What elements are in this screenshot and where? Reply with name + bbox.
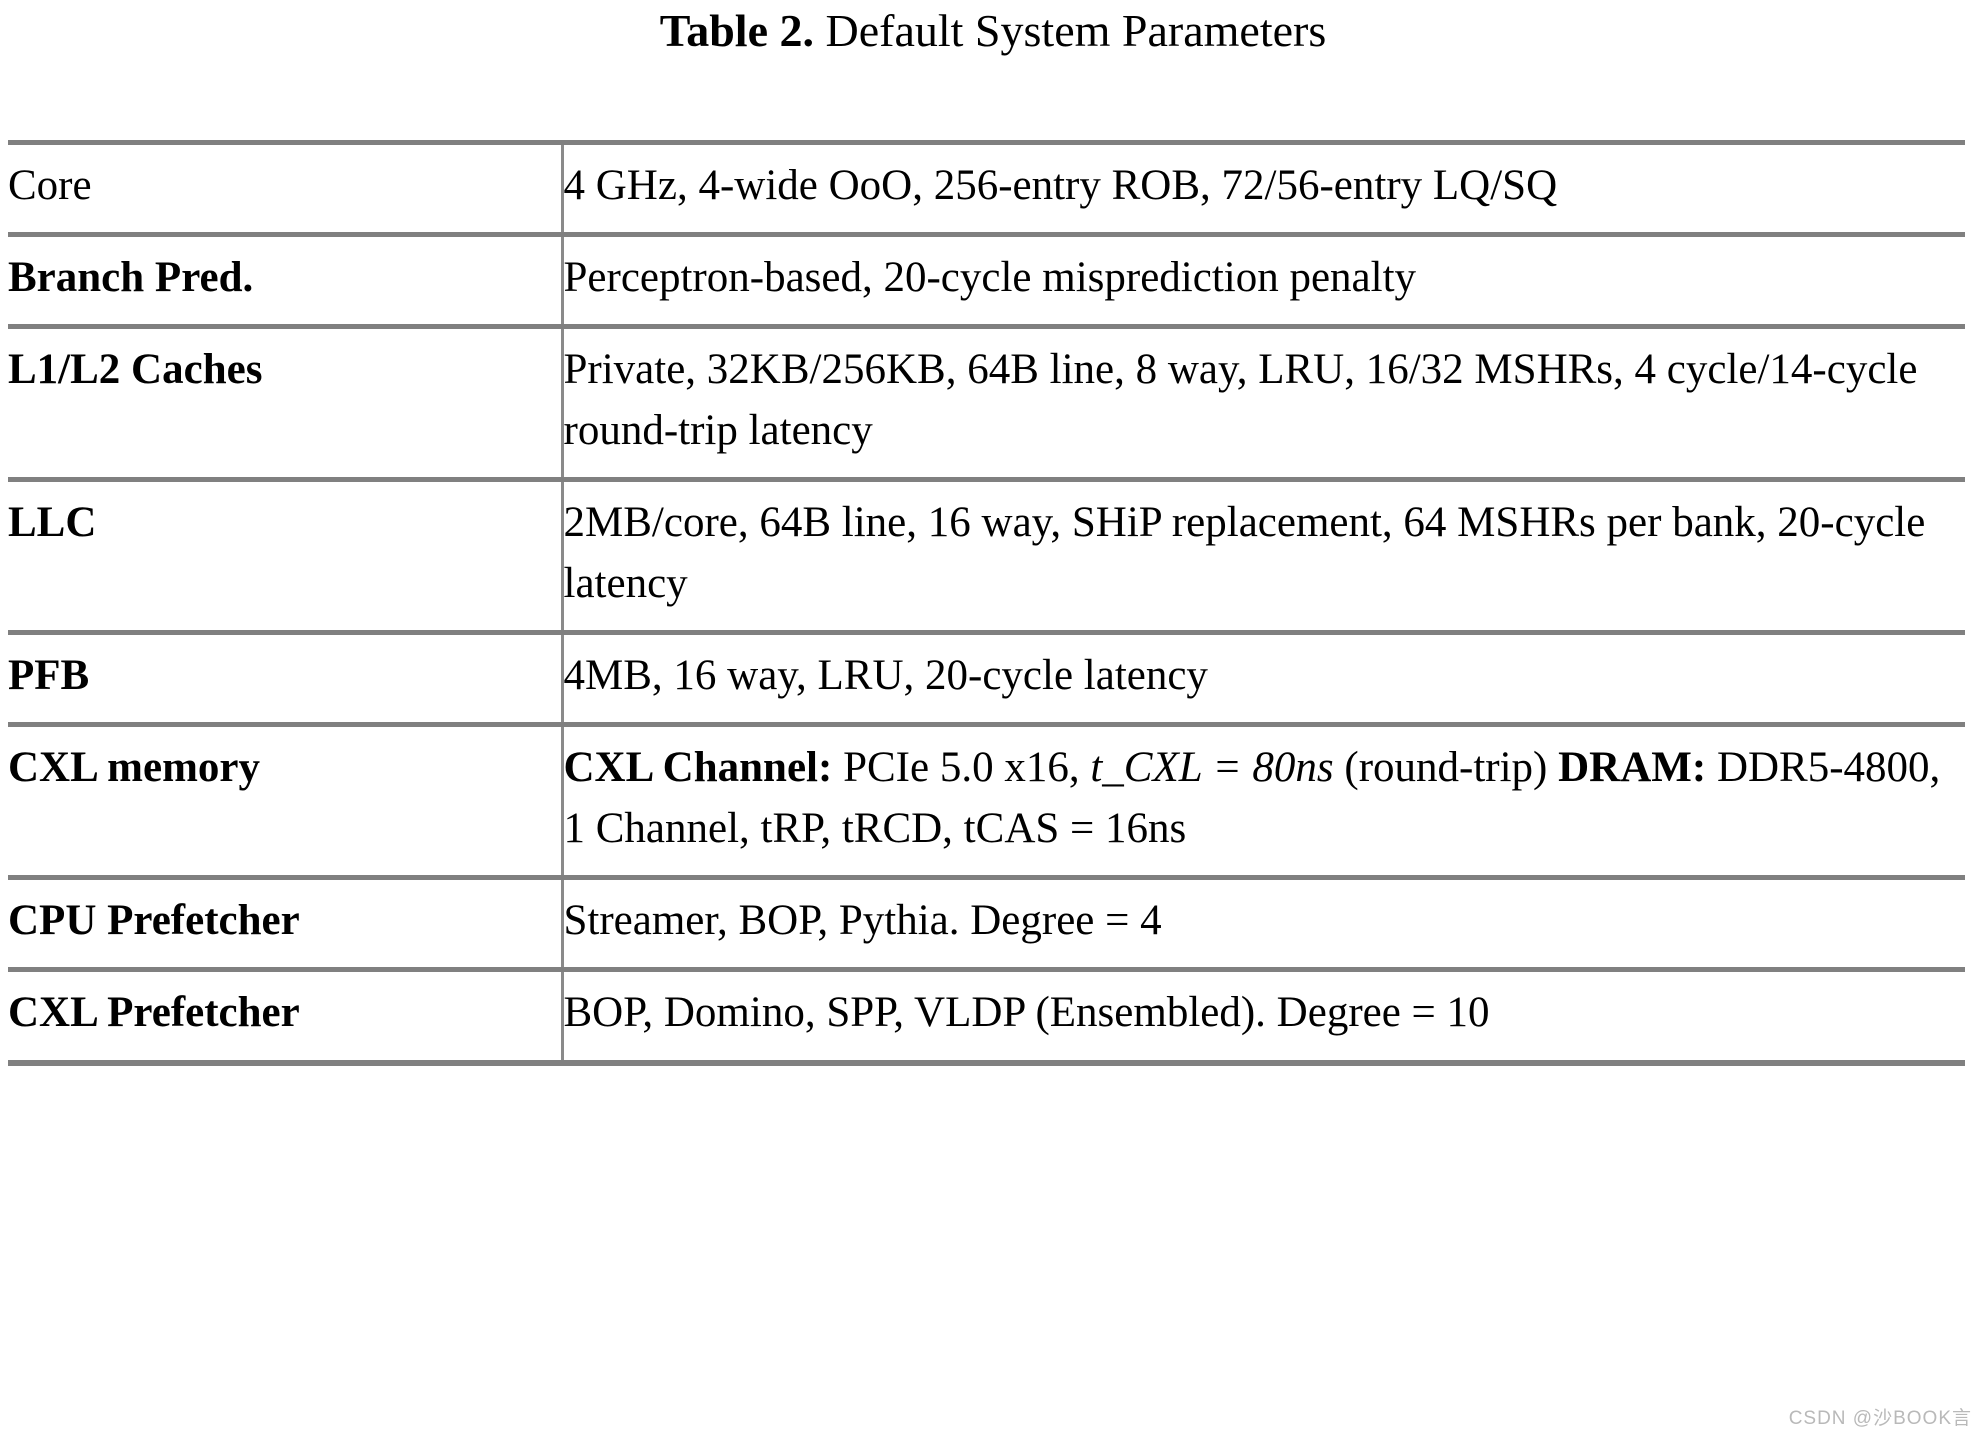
row-label: LLC xyxy=(8,479,562,636)
row-value-emphasis: DRAM: xyxy=(1558,744,1707,792)
row-value-text: 2MB/core, 64B line, 16 way, SHiP replace… xyxy=(563,499,1926,608)
row-value-text: Perceptron-based, 20-cycle misprediction… xyxy=(563,254,1417,302)
row-label: PFB xyxy=(8,632,562,728)
row-value: Streamer, BOP, Pythia. Degree = 4 xyxy=(560,877,1965,973)
row-label: CPU Prefetcher xyxy=(8,877,562,973)
row-label: Branch Pred. xyxy=(8,234,562,330)
row-value-text: DDR5-4800, 1 Channel, tRP, tRCD, tCAS = … xyxy=(563,744,1941,853)
row-value: Perceptron-based, 20-cycle misprediction… xyxy=(560,234,1965,330)
row-label: Core xyxy=(8,139,562,238)
row-value: Private, 32KB/256KB, 64B line, 8 way, LR… xyxy=(560,326,1965,483)
caption-text: Default System Parameters xyxy=(825,5,1327,56)
row-value: 4 GHz, 4-wide OoO, 256-entry ROB, 72/56-… xyxy=(560,139,1965,238)
row-value: 4MB, 16 way, LRU, 20-cycle latency xyxy=(560,632,1965,728)
row-value-text: PCIe 5.0 x16, xyxy=(832,744,1091,792)
row-value-text: 4MB, 16 way, LRU, 20-cycle latency xyxy=(563,652,1208,700)
row-label: CXL memory xyxy=(8,724,562,881)
row-value-text: Streamer, BOP, Pythia. Degree = 4 xyxy=(563,897,1162,945)
row-value-emphasis: CXL Channel: xyxy=(563,744,833,792)
table-row: Branch Pred.Perceptron-based, 20-cycle m… xyxy=(8,234,1965,330)
caption-label: Table 2. xyxy=(659,5,814,56)
row-label: CXL Prefetcher xyxy=(8,969,562,1066)
row-value-text: BOP, Domino, SPP, VLDP (Ensembled). Degr… xyxy=(563,989,1490,1037)
csdn-watermark: CSDN @沙BOOK言 xyxy=(1788,1408,1972,1429)
row-value-text: 4 GHz, 4-wide OoO, 256-entry ROB, 72/56-… xyxy=(563,162,1558,209)
row-value: CXL Channel: PCIe 5.0 x16, t_CXL = 80ns … xyxy=(560,724,1965,881)
row-value: BOP, Domino, SPP, VLDP (Ensembled). Degr… xyxy=(560,969,1965,1066)
row-value-text: Private, 32KB/256KB, 64B line, 8 way, LR… xyxy=(563,346,1918,455)
table-caption: Table 2. Default System Parameters xyxy=(0,0,1986,54)
row-value-math: t_CXL = 80ns xyxy=(1090,744,1334,792)
row-label: L1/L2 Caches xyxy=(8,326,562,483)
row-value: 2MB/core, 64B line, 16 way, SHiP replace… xyxy=(560,479,1965,636)
row-value-text: (round-trip) xyxy=(1333,744,1559,792)
